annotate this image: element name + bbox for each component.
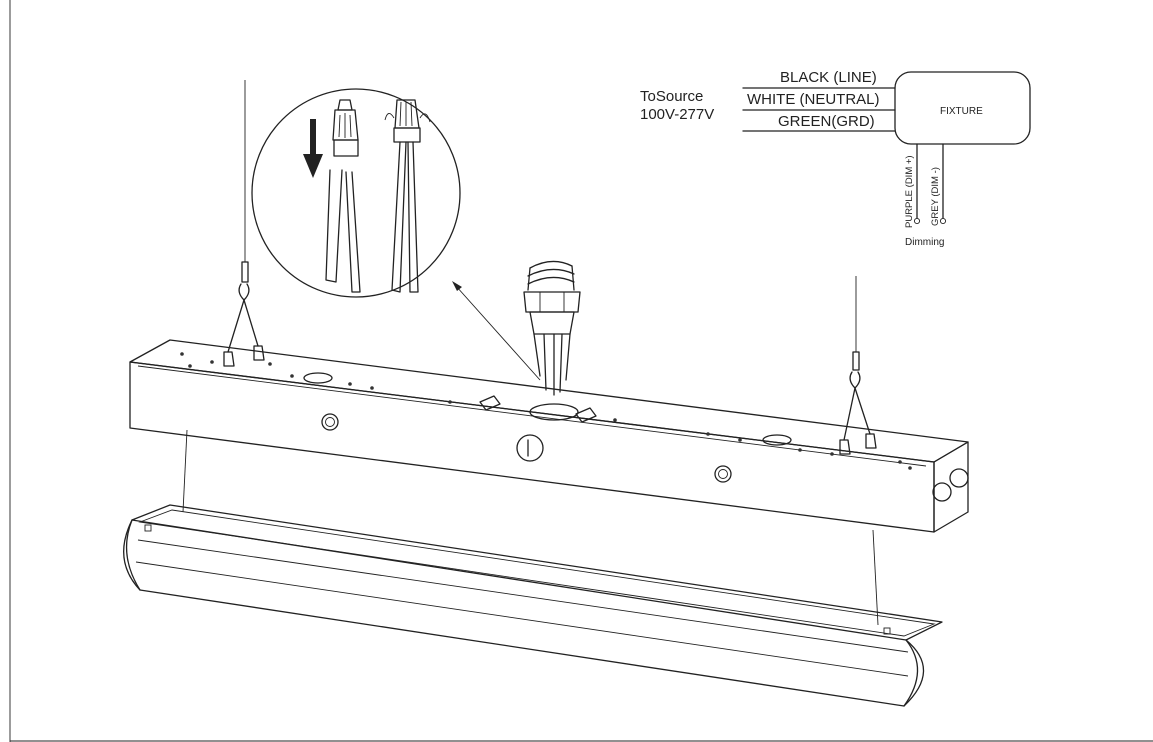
wire-nut-detail [251, 88, 461, 298]
end-knockout-2 [949, 468, 969, 488]
fixture-housing [129, 339, 969, 533]
dim-minus-label: GREY (DIM -) [930, 167, 941, 226]
suspension-left [223, 80, 265, 367]
wire-nut-left-icon [332, 99, 359, 157]
safety-cable-right [872, 529, 879, 626]
knockout-center [516, 434, 544, 462]
wire-strand-right [391, 141, 407, 293]
detail-pointer-arrow [452, 281, 541, 381]
fixture-box [894, 71, 1031, 145]
dimming-label: Dimming [905, 237, 944, 248]
black-wire-label: BLACK (LINE) [780, 69, 877, 86]
wire-strand-left-2 [345, 171, 361, 293]
end-knockout-1 [932, 482, 952, 502]
safety-cable-left [182, 429, 188, 513]
slot-left [479, 395, 501, 411]
slot-right [575, 407, 597, 423]
lens-diffuser [123, 504, 943, 707]
wire-strand-right-2 [407, 141, 419, 293]
dim-plus-label: PURPLE (DIM +) [904, 155, 915, 228]
top-knockout-left [303, 372, 333, 384]
conduit-connector [523, 260, 581, 396]
conduit-hole [529, 403, 579, 421]
grey-terminal [939, 217, 947, 225]
knockout-left [321, 413, 339, 431]
fixture-label: FIXTURE [940, 106, 983, 117]
wire-nut-right-icon [384, 99, 431, 143]
source-label: ToSource [640, 88, 703, 105]
detail-circle [251, 88, 461, 298]
lens-top [131, 504, 943, 641]
wire-strand-left [325, 169, 343, 283]
wiring-diagram: ToSource 100V-277V BLACK (LINE) WHITE (N… [640, 69, 1031, 248]
top-knockout-right [762, 434, 792, 446]
green-wire-label: GREEN(GRD) [778, 113, 875, 130]
housing-front [129, 361, 935, 533]
white-wire-label: WHITE (NEUTRAL) [747, 91, 880, 108]
suspension-right [839, 276, 877, 455]
housing-end [933, 441, 969, 533]
knockout-right [714, 465, 732, 483]
down-arrow-icon [303, 119, 323, 178]
lens-body [123, 519, 925, 707]
voltage-label: 100V-277V [640, 106, 714, 123]
purple-terminal [913, 217, 921, 225]
